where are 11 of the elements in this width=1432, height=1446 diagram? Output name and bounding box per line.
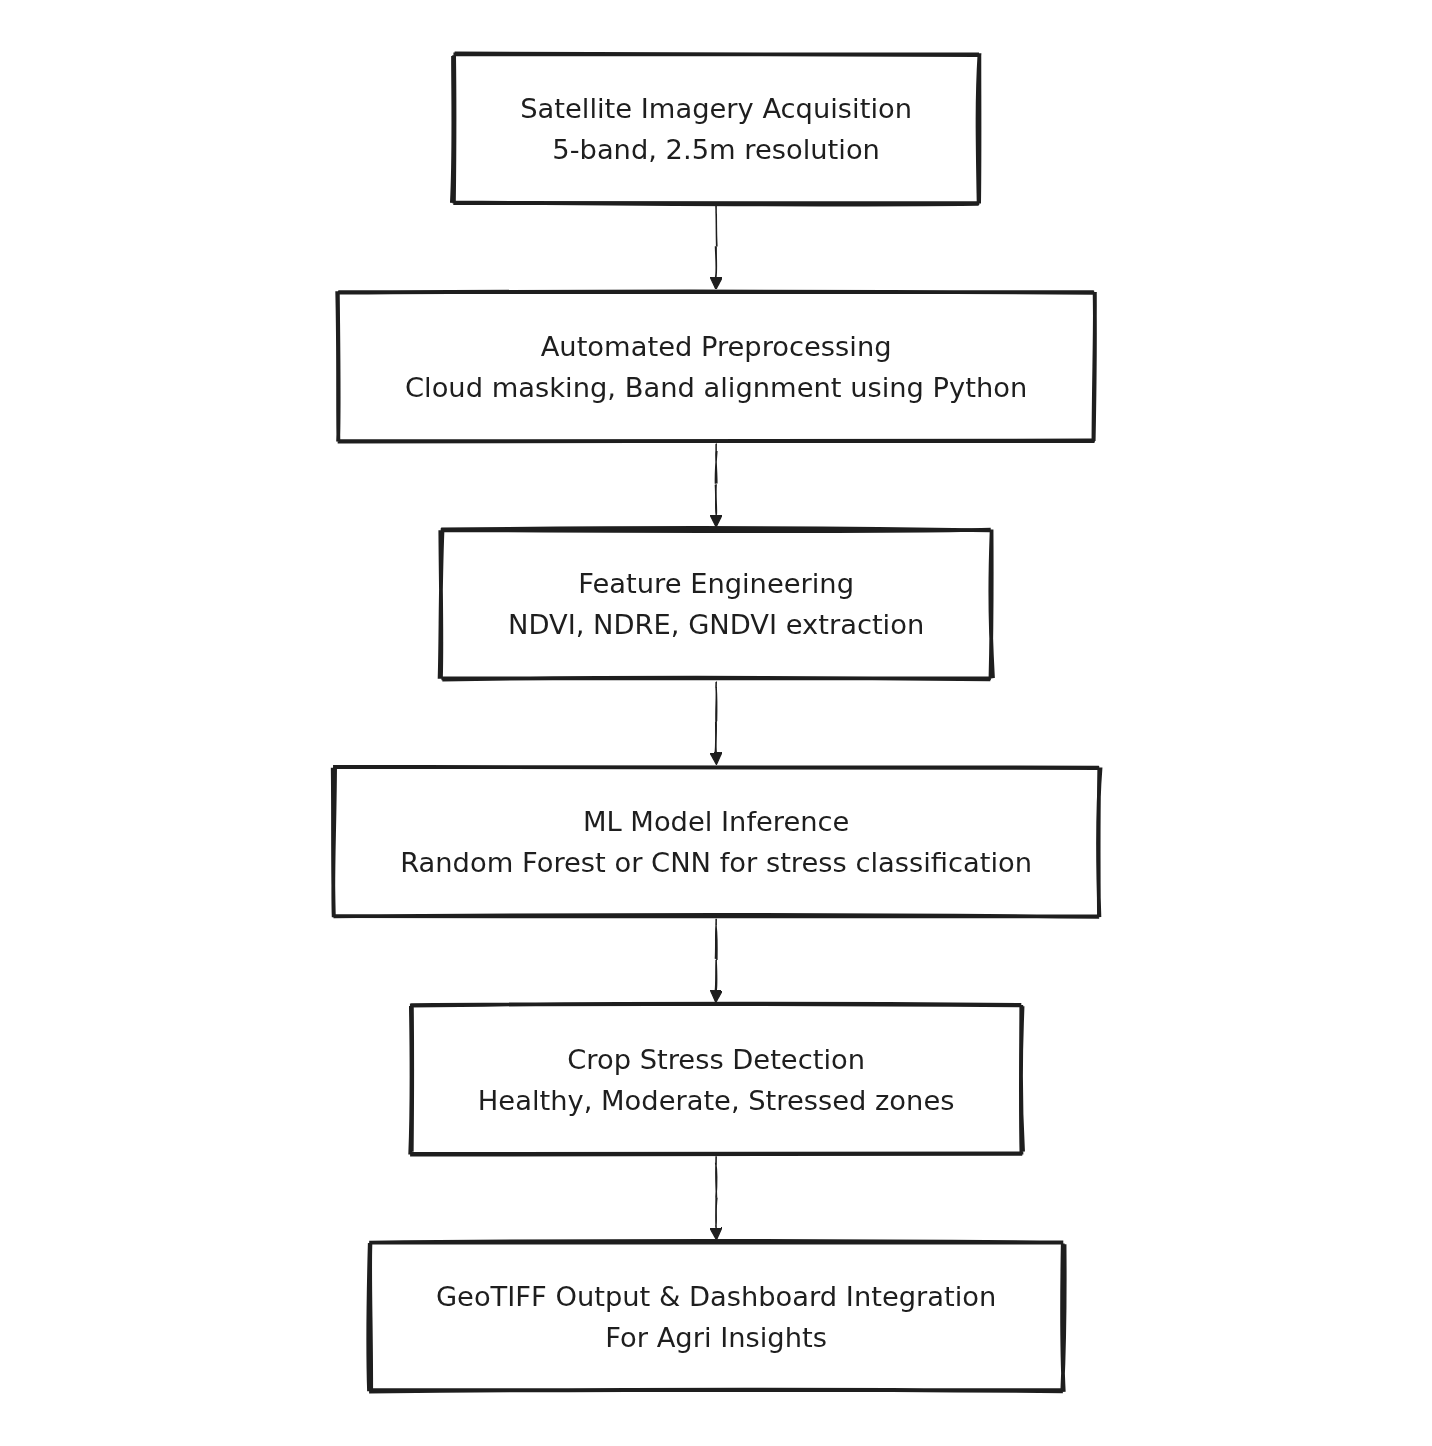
node-text: ML Model Inference Random Forest or CNN for stress classification: [400, 805, 1033, 879]
node-text: Automated Preprocessing Cloud masking, Band alignment using Python: [405, 330, 1028, 403]
node-text: Satellite Imagery Acquisition 5-band, 2.5m resolution: [520, 92, 913, 166]
arrow: [709, 1155, 723, 1241]
arrow: [709, 205, 723, 290]
arrow: [709, 680, 723, 766]
arrow: [709, 442, 723, 528]
arrow: [709, 918, 724, 1004]
node-text: Crop Stress Detection Healthy, Moderate, Stressed zones: [477, 1042, 955, 1116]
node-text: GeoTIFF Output & Dashboard Integration For Agri Insights: [436, 1280, 997, 1354]
node-text: Feature Engineering NDVI, NDRE, GNDVI extraction: [508, 567, 925, 641]
